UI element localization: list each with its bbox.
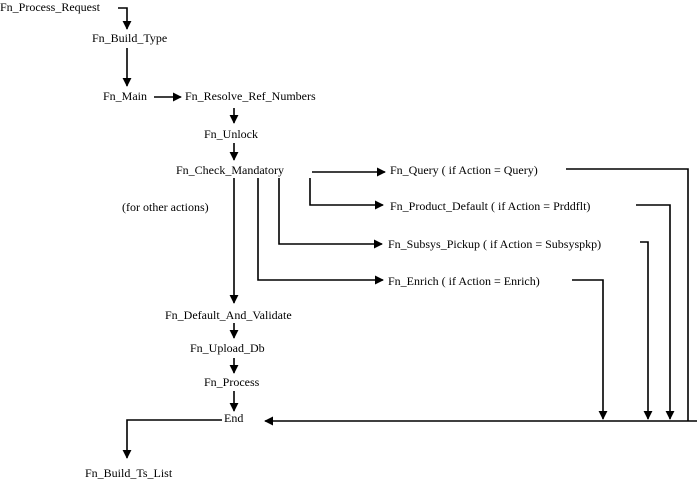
edge-check-to-subsys-pickup — [278, 178, 383, 249]
node-product-default: Fn_Product_Default ( if Action = Prddflt… — [390, 199, 591, 213]
edge-query-return — [566, 168, 689, 421]
node-process-request: Fn_Process_Request — [0, 0, 100, 14]
node-default-and-validate: Fn_Default_And_Validate — [165, 308, 292, 322]
node-enrich: Fn_Enrich ( if Action = Enrich) — [388, 274, 540, 288]
node-unlock: Fn_Unlock — [204, 127, 258, 141]
node-process: Fn_Process — [204, 375, 260, 389]
node-upload-db: Fn_Upload_Db — [190, 341, 265, 355]
node-resolve-ref-numbers: Fn_Resolve_Ref_Numbers — [185, 89, 316, 103]
node-subsys-pickup: Fn_Subsys_Pickup ( if Action = Subsyspkp… — [388, 237, 602, 251]
node-check-mandatory: Fn_Check_Mandatory — [176, 163, 284, 177]
edge-check-to-product-default — [309, 178, 384, 210]
node-build-type: Fn_Build_Type — [92, 31, 168, 45]
edge-subsys-pickup-return — [640, 241, 653, 420]
edge-enrich-return — [572, 279, 608, 420]
edge-process-request-to-build-type — [118, 7, 132, 30]
node-main: Fn_Main — [103, 89, 148, 103]
edge-end-to-build-ts-list — [122, 419, 222, 459]
node-query: Fn_Query ( if Action = Query) — [390, 163, 538, 177]
node-end: End — [224, 411, 244, 425]
note-other-actions: (for other actions) — [122, 200, 209, 214]
edge-check-to-enrich — [257, 178, 384, 285]
edge-product-default-return — [636, 204, 675, 420]
node-build-ts-list: Fn_Build_Ts_List — [85, 466, 173, 480]
